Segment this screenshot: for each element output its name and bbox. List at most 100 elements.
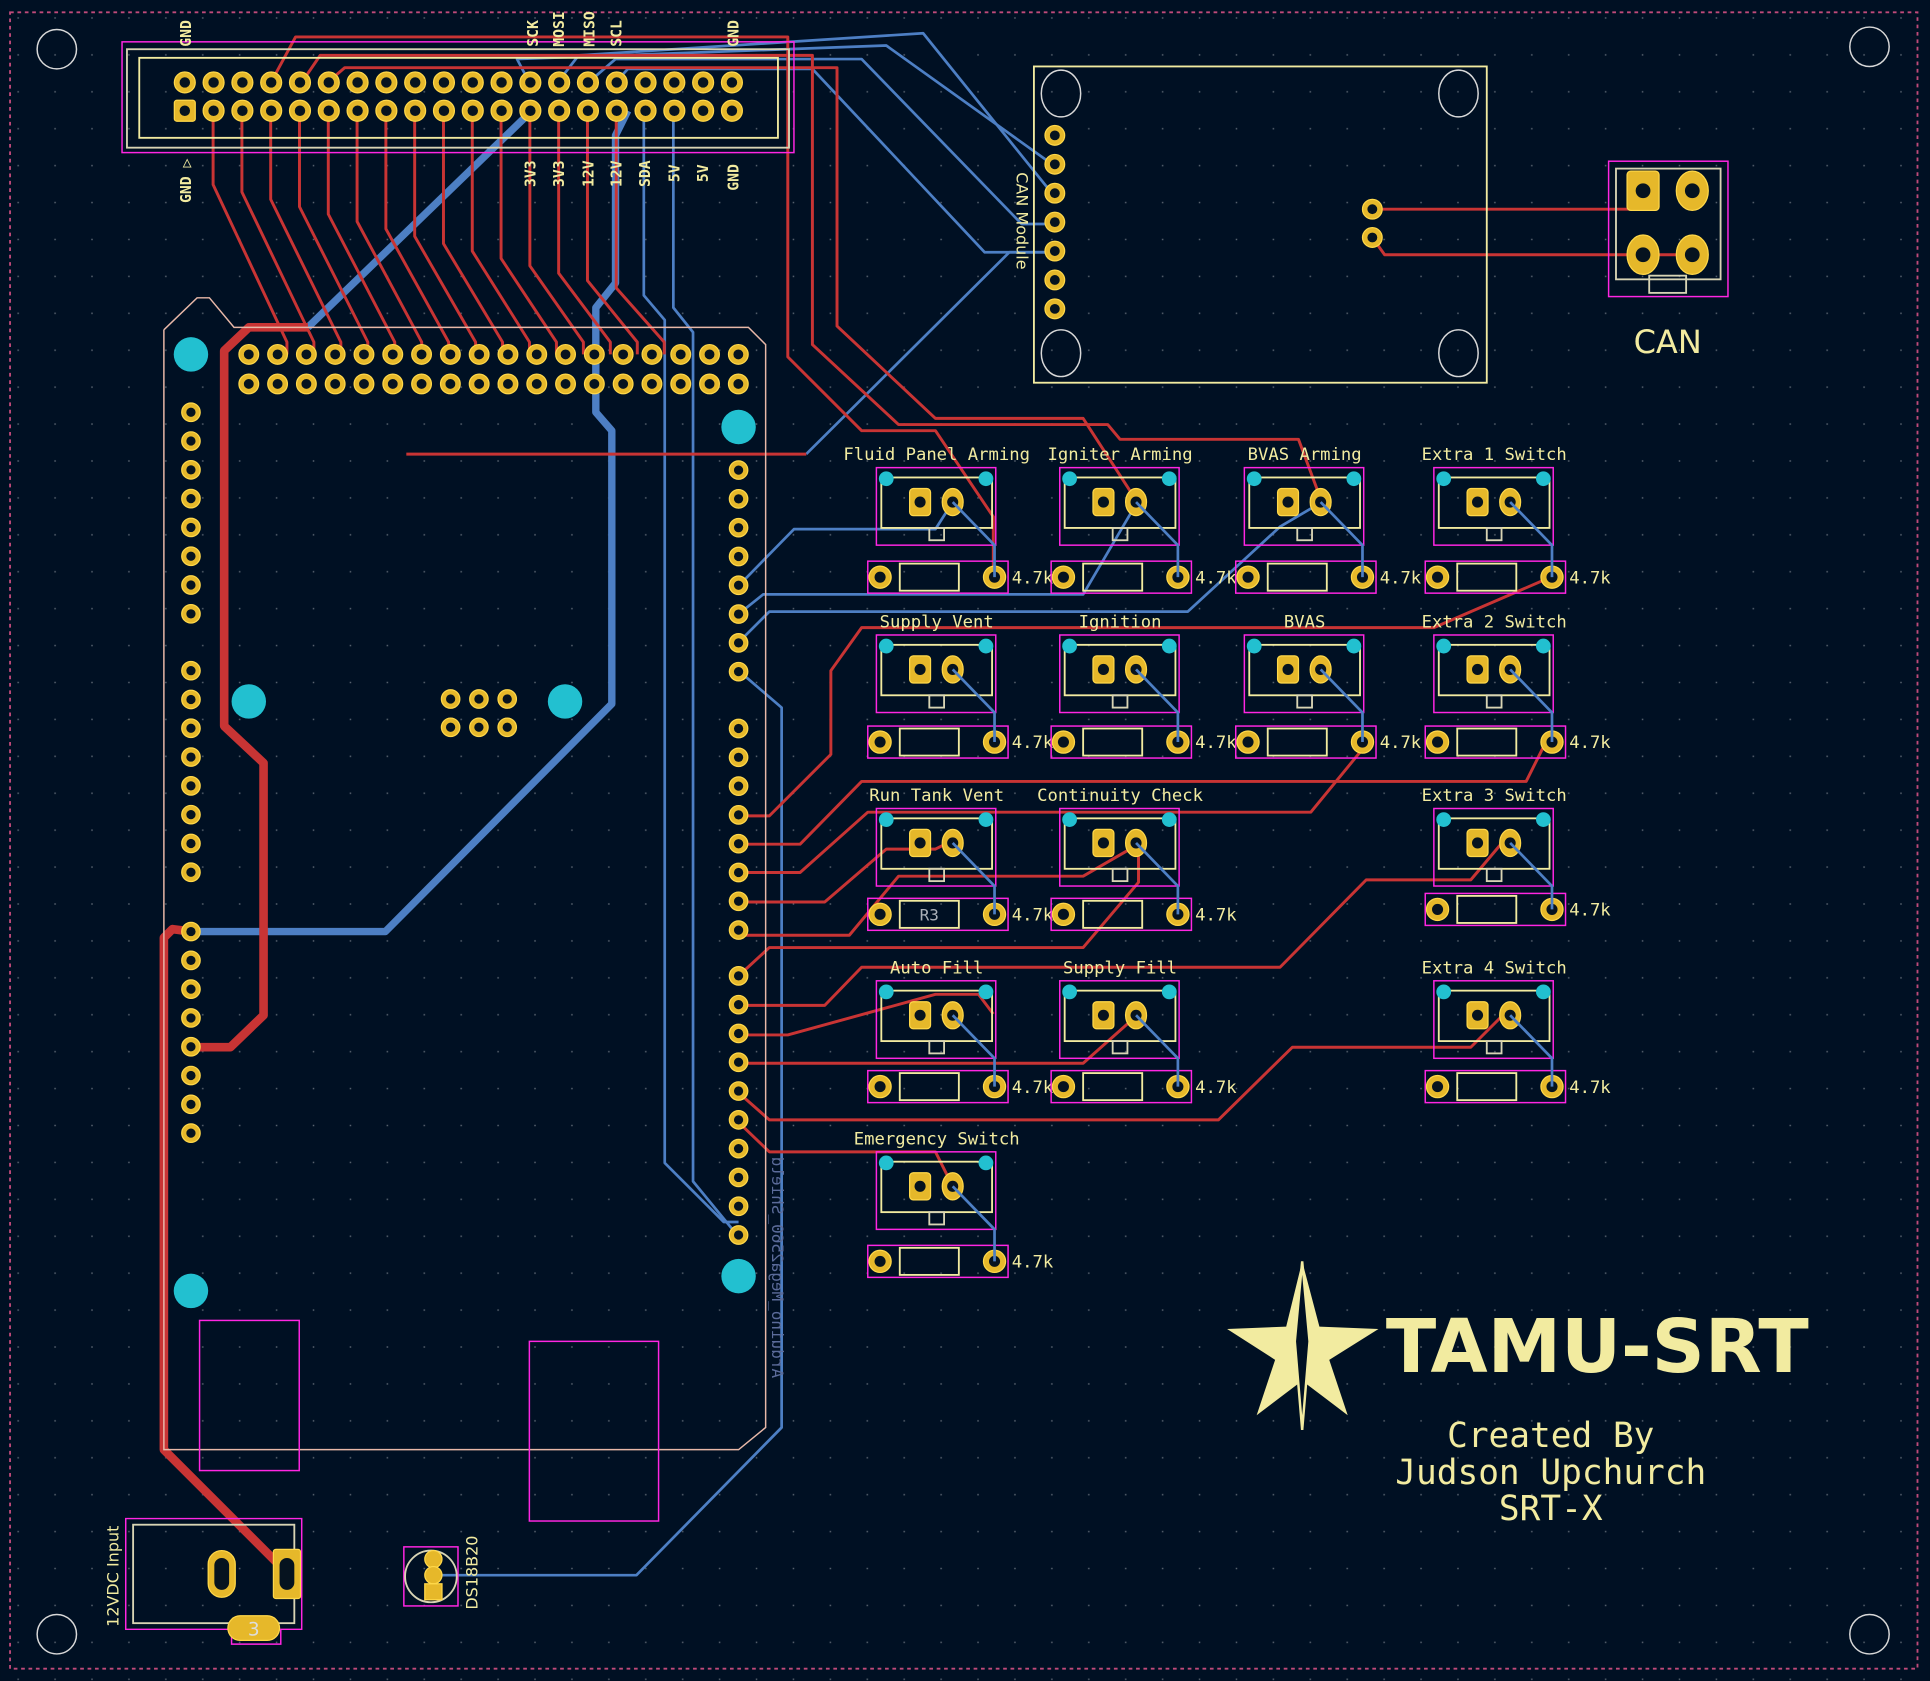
power-jack-courtyard (124, 1517, 303, 1645)
drill-hole (675, 379, 686, 389)
drill-hole (1097, 496, 1109, 508)
drill-hole (874, 1081, 886, 1093)
drill-hole (445, 722, 456, 732)
drill-hole (733, 1144, 744, 1154)
pin-label: 12V (609, 160, 626, 187)
trace-back (1509, 842, 1554, 910)
drill-hole (186, 955, 196, 965)
drill-hole (697, 105, 709, 116)
header-pins (173, 71, 743, 122)
pin-label: 3V3 (551, 160, 568, 187)
usb-courtyard (198, 1319, 300, 1472)
drill-hole (675, 349, 686, 360)
mounting-pad (173, 337, 209, 372)
resistor-value: 4.7k (1380, 568, 1422, 588)
drill-hole (330, 379, 341, 389)
drill-hole (186, 1099, 196, 1109)
pin-label: 5V (667, 164, 684, 182)
drill-hole (1546, 1081, 1558, 1093)
switch-tab (928, 694, 946, 709)
switch-label: Ignition (1079, 613, 1162, 633)
switch-mount-pad (1346, 471, 1362, 487)
switch-mount-pad (978, 471, 994, 487)
drill-hole (237, 77, 248, 88)
resistor-body (1456, 562, 1518, 592)
switch-label: Supply Fill (1063, 958, 1177, 978)
drill-hole (467, 105, 478, 116)
header-courtyard (121, 41, 795, 154)
mounting-pad (231, 684, 267, 719)
can-connector: CAN (1607, 160, 1729, 361)
pin-label: SCL (609, 20, 626, 47)
drill-hole (1367, 232, 1378, 243)
resistor-body (1082, 562, 1144, 592)
drill-hole (553, 105, 565, 116)
switch-label: Igniter Arming (1047, 445, 1192, 465)
drill-hole (1684, 247, 1700, 263)
drill-hole (186, 781, 196, 791)
switch-tab (1485, 527, 1503, 542)
drill-hole (186, 1042, 196, 1052)
drill-hole (352, 77, 363, 88)
trace-front (738, 842, 1140, 937)
resistor-body (1082, 1072, 1144, 1102)
trace-front (269, 35, 995, 578)
pin-label: MOSI (551, 11, 568, 47)
drill-hole (1472, 663, 1484, 675)
switch-courtyard (1433, 634, 1554, 714)
trace-back-3v3 (305, 110, 532, 330)
trace-back (737, 501, 1139, 616)
pin-label: GND (178, 20, 195, 47)
drill-hole (294, 77, 306, 88)
drill-hole (186, 723, 196, 733)
switch-mount-pad (978, 984, 994, 1000)
can-connector-courtyard (1607, 160, 1729, 298)
header-top-labels: GND SCK MOSI MISO SCL GND (178, 11, 743, 47)
trace-front (738, 741, 1548, 846)
switch-tab (1111, 1040, 1129, 1055)
drill-hole (733, 723, 744, 734)
drill-hole (988, 908, 1001, 920)
switch-courtyard (1059, 807, 1180, 887)
drill-hole (1057, 1081, 1069, 1093)
trace-back (671, 110, 740, 1238)
drill-hole (733, 810, 744, 820)
drill-hole (294, 105, 306, 116)
switch-mount-pad (1436, 984, 1452, 1000)
drill-hole (704, 349, 715, 360)
drill-hole (323, 105, 335, 116)
sensor-pad (424, 1549, 443, 1569)
drill-hole (733, 1028, 744, 1039)
credit-line: Created By (1447, 1416, 1654, 1456)
switch-courtyard (1243, 634, 1365, 714)
mounting-hole (1849, 26, 1890, 68)
drill-hole (186, 984, 196, 994)
drill-hole (1282, 496, 1294, 508)
drill-hole (553, 77, 565, 88)
mounting-hole (1040, 329, 1082, 378)
can-module: CAN Module (1013, 65, 1488, 384)
drill-hole (733, 551, 744, 562)
switch-label: Continuity Check (1037, 786, 1203, 806)
pin-label: GND (726, 20, 743, 47)
arduino-mounting-pads (173, 337, 756, 1309)
drill-hole (186, 1070, 196, 1081)
trace-back (1509, 501, 1554, 578)
drill-hole (647, 379, 657, 389)
pin-label: GND ▷ (178, 159, 195, 204)
resistor-value: 4.7k (1012, 905, 1054, 925)
drill-hole (733, 1115, 744, 1125)
drill-hole (874, 1255, 886, 1267)
switch-label: Extra 3 Switch (1422, 786, 1567, 806)
resistor-body (898, 727, 960, 757)
drill-hole (186, 551, 196, 561)
switch-tab (1296, 527, 1313, 542)
drill-hole (1049, 246, 1060, 256)
drill-hole (359, 349, 369, 360)
switch-label: Auto Fill (890, 958, 983, 978)
drill-hole (733, 839, 744, 849)
